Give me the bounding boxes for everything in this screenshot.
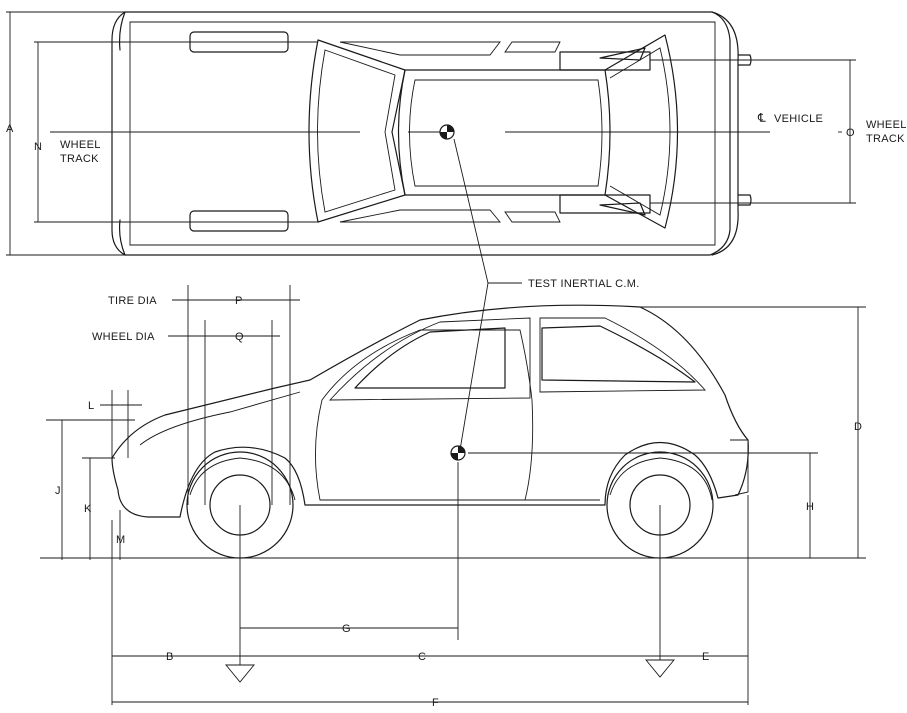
top-view-cm-symbol bbox=[439, 124, 455, 140]
side-view-hood-line bbox=[139, 391, 301, 446]
top-view-windshield-inner bbox=[609, 47, 671, 216]
top-view-wheel-rear-right bbox=[189, 210, 289, 232]
top-view-body-inner bbox=[129, 21, 716, 246]
side-view-body-outline bbox=[111, 304, 749, 518]
label-o: O bbox=[846, 127, 855, 139]
label-tire-dia: TIRE DIA bbox=[108, 295, 157, 307]
top-view-rear-window-inner bbox=[317, 49, 396, 213]
label-g: G bbox=[342, 623, 351, 635]
label-wheel-track-left-1: WHEEL bbox=[60, 139, 101, 151]
top-view-roof-inner bbox=[409, 79, 603, 187]
label-e: E bbox=[702, 651, 710, 663]
label-q: Q bbox=[235, 331, 244, 343]
side-view-cm-symbol bbox=[450, 445, 466, 461]
top-view-side-glass-left-b bbox=[504, 41, 561, 53]
top-view-front-bumper bbox=[711, 11, 739, 256]
top-view-wheel-front-left bbox=[559, 51, 651, 71]
label-wheel-track-right-1: WHEEL bbox=[866, 119, 907, 131]
rear-axle-ground-symbol bbox=[225, 664, 255, 683]
label-f: F bbox=[432, 697, 439, 709]
label-m: M bbox=[116, 534, 125, 546]
label-centerline-symbol: ℄ bbox=[757, 111, 766, 125]
label-c: C bbox=[418, 651, 426, 663]
side-view-rear-window bbox=[541, 325, 696, 383]
front-axle-ground-symbol bbox=[645, 659, 675, 678]
label-wheel-track-left-2: TRACK bbox=[60, 153, 99, 165]
side-view-door bbox=[315, 329, 534, 501]
label-p: P bbox=[235, 295, 243, 307]
label-b: B bbox=[166, 651, 174, 663]
label-k: K bbox=[84, 503, 92, 515]
top-view-front-tab-lower bbox=[737, 194, 752, 206]
top-view-mirror-left bbox=[599, 47, 646, 61]
label-j: J bbox=[55, 485, 61, 497]
label-n: N bbox=[34, 141, 42, 153]
label-h: H bbox=[806, 501, 814, 513]
side-view-window-frame bbox=[328, 317, 706, 401]
label-a: A bbox=[6, 123, 14, 135]
top-view-rear-window bbox=[308, 39, 406, 223]
top-view-windshield bbox=[604, 34, 679, 229]
top-view-wheel-front-right bbox=[559, 194, 651, 214]
top-view: A N WHEEL TRACK O WHEEL TRACK ℄ VEHICLE bbox=[6, 11, 907, 256]
label-vehicle: VEHICLE bbox=[774, 113, 823, 125]
label-d: D bbox=[854, 421, 862, 433]
label-l: L bbox=[88, 400, 94, 412]
side-view: TIRE DIA P WHEEL DIA Q L J K M D H bbox=[40, 285, 866, 709]
side-view-rear-bumper bbox=[730, 439, 749, 496]
top-view-side-glass-right-a bbox=[339, 209, 501, 223]
label-wheel-track-right-2: TRACK bbox=[866, 133, 905, 145]
top-view-body-outline bbox=[111, 11, 731, 256]
side-view-front-window bbox=[354, 327, 506, 389]
label-test-inertial-cm: TEST INERTIAL C.M. bbox=[528, 278, 640, 290]
top-view-rear-bumper bbox=[118, 11, 126, 256]
label-wheel-dia: WHEEL DIA bbox=[92, 331, 155, 343]
top-view-side-glass-right-b bbox=[504, 211, 561, 223]
top-view-mirror-right bbox=[599, 202, 646, 216]
top-view-roof bbox=[397, 69, 611, 196]
top-view-side-glass-left-a bbox=[339, 41, 501, 56]
side-view-rear-wheel bbox=[186, 451, 296, 559]
